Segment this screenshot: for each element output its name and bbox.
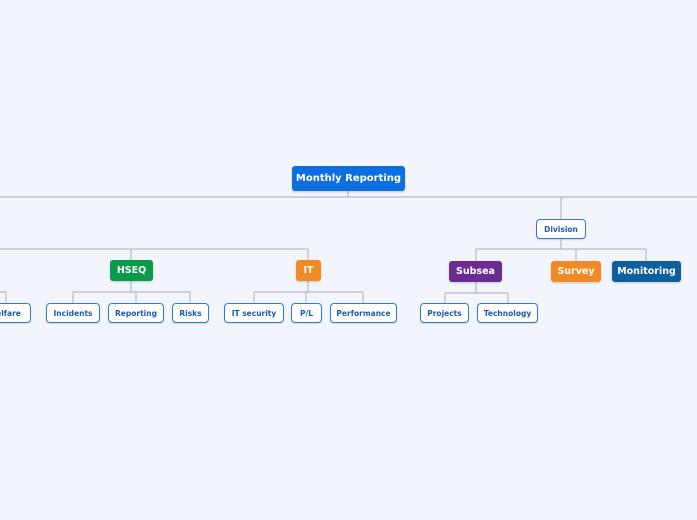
reporting-node[interactable]: Reporting (108, 303, 164, 323)
technology-node[interactable]: Technology (477, 303, 538, 323)
hseq-node[interactable]: HSEQ (110, 260, 153, 281)
it-security-node[interactable]: IT security (224, 303, 284, 323)
projects-node[interactable]: Projects (420, 303, 469, 323)
it-node[interactable]: IT (296, 260, 321, 281)
root-node-monthly-reporting[interactable]: Monthly Reporting (292, 166, 405, 191)
risks-node[interactable]: Risks (172, 303, 209, 323)
division-node[interactable]: Division (536, 219, 586, 239)
incidents-node[interactable]: Incidents (46, 303, 100, 323)
partial-welfare-node[interactable]: elfare (0, 303, 31, 323)
subsea-node[interactable]: Subsea (449, 261, 502, 282)
survey-node[interactable]: Survey (551, 261, 601, 282)
performance-node[interactable]: Performance (330, 303, 397, 323)
pl-node[interactable]: P/L (291, 303, 322, 323)
monitoring-node[interactable]: Monitoring (612, 261, 681, 282)
